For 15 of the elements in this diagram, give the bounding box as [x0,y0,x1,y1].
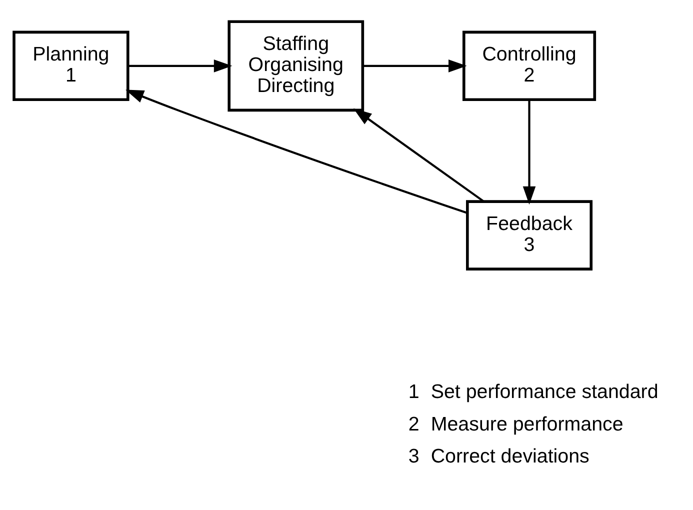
arrow [125,90,468,214]
arrow [362,60,467,72]
node-box: Feedback 3 [466,200,593,270]
label: Set performance standard [430,380,658,403]
label: Correct deviations [430,446,590,468]
node-box: Staffing Organising Directing [228,20,364,112]
arrow [522,100,536,205]
label: Measure performance [430,413,624,436]
arrow [353,108,484,202]
node-box: Planning 1 [12,30,130,102]
arrow [128,60,232,72]
node-box: Controlling 2 [462,30,596,102]
label: 2 [408,413,420,436]
label: 3 [408,446,420,468]
label: 1 [408,380,420,403]
